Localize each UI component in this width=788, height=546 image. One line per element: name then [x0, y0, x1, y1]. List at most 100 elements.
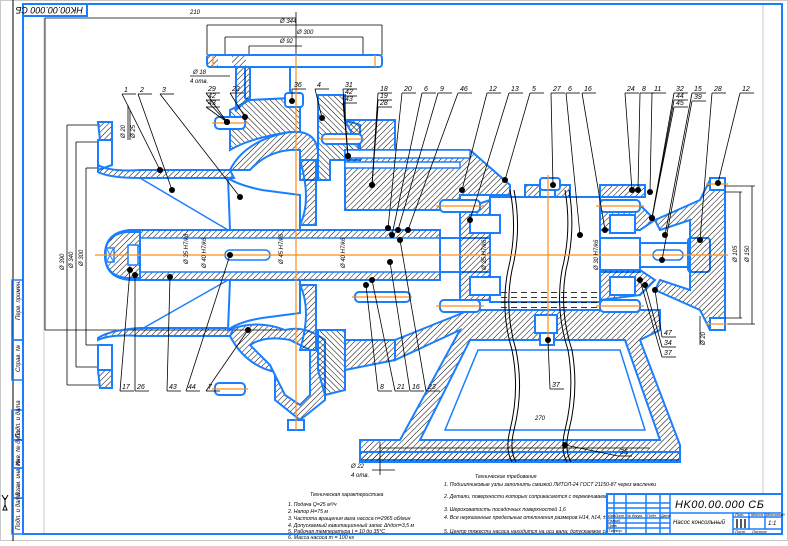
callout-leader: [205, 329, 249, 392]
callout-number: 21: [396, 384, 405, 391]
callout-dot: [562, 442, 568, 448]
callout-leader: [547, 339, 551, 390]
callout-number: 44: [676, 93, 684, 100]
callout-leaders: [119, 88, 754, 457]
callout-leader: [407, 92, 459, 231]
oil-bath: [497, 288, 597, 308]
callout-dot: [169, 187, 175, 193]
callout-number: 45: [676, 100, 684, 107]
callout-dot: [697, 237, 703, 243]
callout-number: 19: [380, 93, 388, 100]
callout-number: 15: [694, 86, 702, 93]
tb-row: Изм.: [608, 514, 616, 518]
callout-number: 39: [694, 94, 702, 101]
callout-number: 46: [460, 86, 468, 93]
tb-col-scale: Масштаб: [766, 512, 785, 517]
callout-dot: [363, 282, 369, 288]
callout-dot: [167, 274, 173, 280]
bearing-housing: [344, 149, 726, 331]
callout-leader: [469, 92, 510, 221]
callout-leader: [229, 92, 246, 118]
callout-number: 17: [122, 384, 131, 391]
callout-number: 27: [552, 86, 562, 93]
callout-dot: [389, 232, 395, 238]
tb-row: Дата: [660, 514, 670, 518]
requirement-item: 3. Шероховатость посадочных поверхностей…: [444, 506, 566, 513]
callout-leader: [654, 289, 663, 338]
callout-number: 37: [664, 350, 673, 357]
callout-dot: [395, 227, 401, 233]
drawing-name: Насос консольный: [673, 519, 726, 526]
callout-number: 1: [124, 87, 128, 94]
callout-leader: [644, 284, 663, 348]
callout-number: 44: [188, 384, 196, 391]
callout-number: 37: [552, 382, 561, 389]
callout-number: 16: [412, 384, 420, 391]
dim-inlet-bore: Ø 300: [79, 249, 85, 267]
callout-leader: [342, 102, 349, 157]
callout-dot: [237, 194, 243, 200]
callout-dot: [245, 327, 251, 333]
characteristic-item: 3. Частота вращения вала насоса n=2965 о…: [288, 516, 411, 522]
callout-leader: [504, 92, 531, 181]
left-dimensions: [66, 105, 131, 386]
callout-dot: [387, 259, 393, 265]
callout-leader: [391, 92, 423, 236]
flange-hole-dia: Ø 18: [192, 70, 207, 76]
callout-leader: [699, 92, 713, 241]
drawing-frame: [22, 3, 783, 535]
callout-leader: [397, 92, 439, 231]
callout-number: 13: [511, 86, 519, 93]
callout-number: 31: [345, 82, 353, 89]
fit-label: Ø 30 H7/k6: [594, 239, 600, 271]
callout-dot: [649, 215, 655, 221]
callout-number: 5: [532, 86, 536, 93]
title-block: HK00.00.000 CБ Насос консольный Лит. Мас…: [606, 493, 785, 535]
callout-leader: [121, 93, 161, 171]
technical-characteristics: Техническая характеристика 1. Подача Q=2…: [287, 492, 414, 541]
dim-coupling-hole: Ø 20: [701, 331, 707, 346]
requirement-item: 4. Все неуказанные предельные отклонения…: [444, 515, 621, 521]
tb-row: Разраб.: [608, 519, 621, 523]
callout-number: 7: [208, 384, 213, 391]
callout-dot: [467, 217, 473, 223]
left-dimension-labels: Ø 390 Ø 340 Ø 300 Ø 20 Ø 25: [60, 124, 137, 271]
callout-dot: [715, 180, 721, 186]
requirement-item: 2. Детали, поверхности которых соприкаса…: [443, 493, 697, 500]
callout-dot: [369, 182, 375, 188]
callout-dot: [635, 187, 641, 193]
callout-number: 12: [742, 86, 750, 93]
strip-label: Подп. и дата: [16, 492, 22, 530]
callout-dot: [369, 277, 375, 283]
pump-casing: [96, 54, 396, 431]
fit-label: Ø 35 H7/k6: [184, 233, 190, 265]
dim-small: Ø 20: [121, 124, 127, 139]
drain-plug: [534, 314, 558, 334]
bearing-left-bottom: [469, 276, 501, 296]
callout-leader: [205, 92, 228, 123]
callout-number: 47: [664, 330, 673, 337]
characteristic-item: 5. Рабочая температура t = 10 до 35°С: [288, 529, 385, 535]
callout-number: 4: [317, 82, 321, 89]
callout-number: 29: [207, 86, 216, 93]
callout-number: 8: [380, 384, 384, 391]
dim-coupling-outer: Ø 150: [745, 245, 751, 263]
strip-label: Подп. и дата: [16, 400, 22, 438]
technical-requirements: Технические требования 1. Подшипниковые …: [443, 474, 697, 535]
callout-leader: [624, 92, 633, 191]
dim-flange-outer: Ø 344: [279, 19, 297, 25]
callout-dot: [629, 187, 635, 193]
callout-dot: [405, 227, 411, 233]
callout-dot: [227, 252, 233, 258]
callout-leader: [205, 99, 228, 123]
requirement-item: 5. Центр тяжести насоса находится на оси…: [444, 529, 645, 535]
characteristic-item: 4. Допускаемый кавитационный запас Δhдоп…: [288, 522, 414, 529]
callout-leader: [365, 284, 379, 392]
callout-number: 35: [620, 449, 628, 456]
callout-dot: [397, 237, 403, 243]
callout-leader: [461, 92, 488, 191]
dim-inlet-bolt: Ø 340: [69, 251, 75, 269]
